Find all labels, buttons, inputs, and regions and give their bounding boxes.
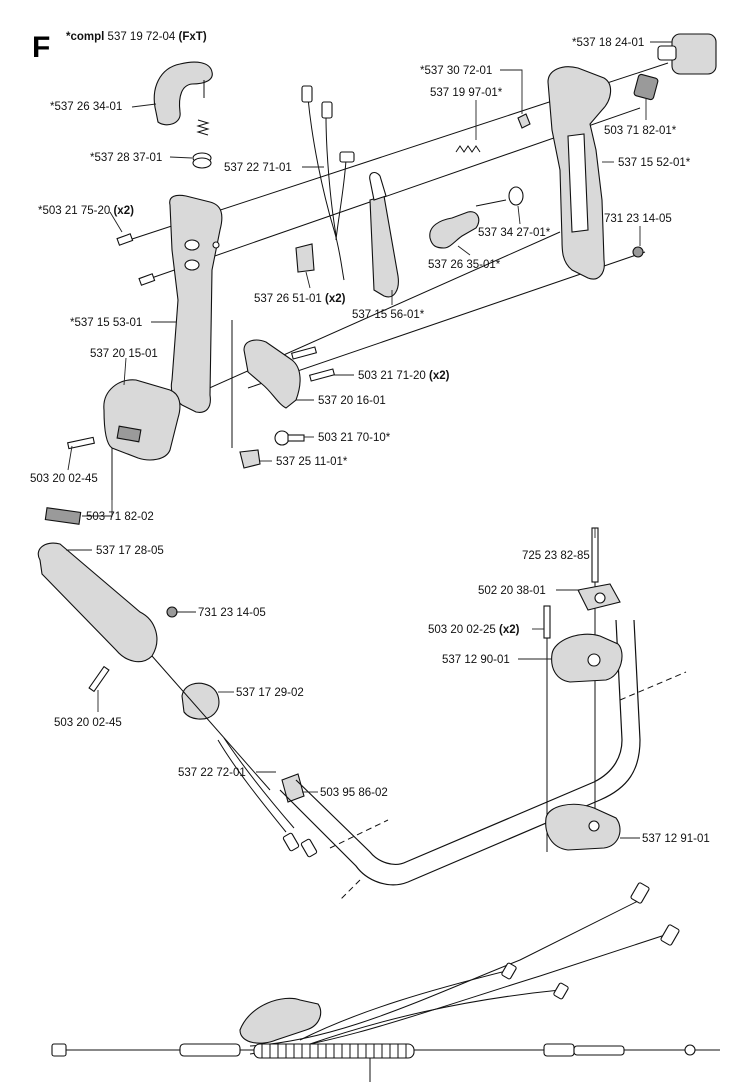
assembly-title-prefix: *compl bbox=[66, 31, 104, 43]
label-537-30-72-01: *537 30 72-01 bbox=[420, 65, 492, 77]
label-537-22-71-01: 537 22 71-01 bbox=[224, 162, 292, 174]
nut-right bbox=[632, 246, 644, 258]
label-503-95-86-02: 503 95 86-02 bbox=[320, 787, 388, 799]
assembly-title: *compl 537 19 72-04 (FxT) bbox=[66, 31, 207, 43]
label-503-20-02-45-lower: 503 20 02-45 bbox=[54, 717, 122, 729]
label-537-26-34-01: *537 26 34-01 bbox=[50, 101, 122, 113]
label-537-26-35-01: 537 26 35-01* bbox=[428, 259, 501, 271]
cable-clip bbox=[281, 773, 305, 803]
cable-harness-mid bbox=[217, 737, 318, 858]
throttle-lever bbox=[429, 199, 507, 249]
label-503-21-75-20: *503 21 75-20 (x2) bbox=[38, 205, 134, 217]
clip-upper bbox=[633, 73, 659, 101]
grip-axis-line bbox=[151, 655, 271, 791]
label-537-25-11-01: 537 25 11-01* bbox=[276, 456, 348, 468]
wiring-harness-lower bbox=[51, 882, 720, 1082]
trigger-cover bbox=[369, 171, 399, 298]
left-handle-grip bbox=[169, 194, 223, 413]
clamp-knob bbox=[181, 682, 220, 720]
assembly-line-3 bbox=[159, 231, 561, 411]
spring-medium bbox=[455, 145, 481, 153]
label-537-20-16-01: 537 20 16-01 bbox=[318, 395, 386, 407]
assembly-title-suffix: (FxT) bbox=[179, 31, 207, 43]
nut-small-top bbox=[517, 113, 531, 129]
label-503-71-82-01: 503 71 82-01* bbox=[604, 125, 677, 137]
screw-left-1 bbox=[116, 233, 134, 246]
label-503-71-82-02: 503 71 82-02 bbox=[86, 511, 154, 523]
label-537-19-97-01: 537 19 97-01* bbox=[430, 87, 503, 99]
assembly-title-number: 537 19 72-04 bbox=[108, 31, 176, 43]
right-handle-grip bbox=[547, 66, 612, 280]
leader-lines bbox=[66, 41, 672, 839]
spring-ring bbox=[508, 186, 524, 206]
label-537-15-53-01: *537 15 53-01 bbox=[70, 317, 142, 329]
label-537-12-90-01: 537 12 90-01 bbox=[442, 654, 510, 666]
label-537-26-51-01: 537 26 51-01 (x2) bbox=[254, 293, 346, 305]
handlebar-tube bbox=[279, 619, 687, 901]
clip-lower bbox=[44, 507, 82, 525]
screw-mid-2 bbox=[308, 368, 336, 382]
label-502-20-38-01: 502 20 38-01 bbox=[478, 585, 546, 597]
label-503-21-70-10: 503 21 70-10* bbox=[318, 432, 391, 444]
cable-harness-upper bbox=[301, 85, 355, 281]
handle-top-cap bbox=[153, 61, 213, 126]
trigger-lever bbox=[243, 339, 301, 409]
label-725-23-82-85: 725 23 82-85 bbox=[522, 550, 590, 562]
section-letter: F bbox=[32, 31, 50, 64]
label-731-23-14-05-lower: 731 23 14-05 bbox=[198, 607, 266, 619]
nut-plate bbox=[577, 583, 621, 611]
spring-small bbox=[192, 119, 212, 169]
assembly-line-4 bbox=[247, 251, 646, 389]
clamp-lower bbox=[545, 803, 621, 851]
label-537-28-37-01: *537 28 37-01 bbox=[90, 152, 162, 164]
grip-left-bar bbox=[37, 542, 158, 663]
label-503-21-71-20: 503 21 71-20 (x2) bbox=[358, 370, 450, 382]
screw-left-2 bbox=[138, 273, 156, 286]
screw-washer bbox=[274, 430, 305, 446]
label-537-22-72-01: 537 22 72-01 bbox=[178, 767, 246, 779]
handle-housing bbox=[103, 379, 181, 461]
label-537-17-28-05: 537 17 28-05 bbox=[96, 545, 164, 557]
screw-mid-1 bbox=[290, 346, 318, 360]
label-537-18-24-01: *537 18 24-01 bbox=[572, 37, 644, 49]
label-503-20-02-25: 503 20 02-25 (x2) bbox=[428, 624, 520, 636]
label-537-17-29-02: 537 17 29-02 bbox=[236, 687, 304, 699]
bracket-small bbox=[295, 243, 315, 273]
label-537-15-56-01: 537 15 56-01* bbox=[352, 309, 425, 321]
label-537-12-91-01: 537 12 91-01 bbox=[642, 833, 710, 845]
screw-housing bbox=[67, 436, 95, 450]
clip-bracket bbox=[231, 320, 261, 469]
label-537-15-52-01: 537 15 52-01* bbox=[618, 157, 691, 169]
screw-grip bbox=[88, 665, 110, 693]
label-503-20-02-45-upper: 503 20 02-45 bbox=[30, 473, 98, 485]
clamp-upper bbox=[551, 633, 623, 683]
nut-grip bbox=[166, 606, 178, 618]
label-537-20-15-01: 537 20 15-01 bbox=[90, 348, 158, 360]
handle-end-cap bbox=[657, 33, 717, 75]
label-537-34-27-01: 537 34 27-01* bbox=[478, 227, 551, 239]
label-731-23-14-05-upper: 731 23 14-05 bbox=[604, 213, 672, 225]
